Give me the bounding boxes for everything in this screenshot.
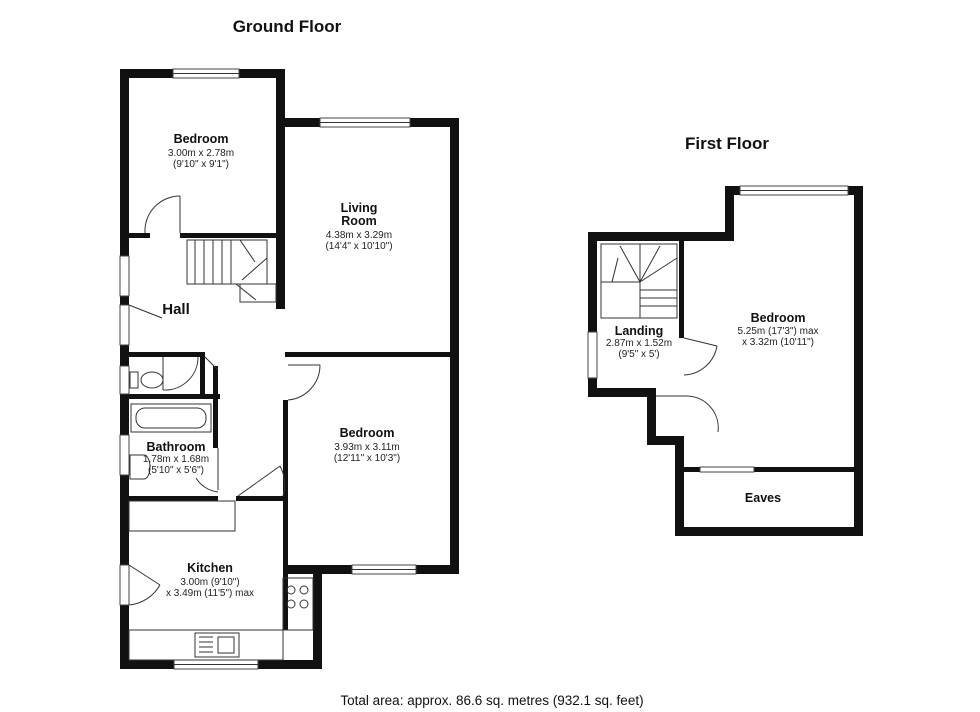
kitchen-dim-imperial: x 3.49m (11'5") max bbox=[166, 588, 254, 599]
bedroom-mid-dim-imperial: (12'11" x 10'3") bbox=[334, 453, 400, 464]
doors bbox=[119, 195, 321, 606]
living-room-name-2: Room bbox=[341, 214, 376, 228]
first-floor-title: First Floor bbox=[685, 134, 769, 153]
toilet-icon bbox=[140, 371, 164, 389]
window bbox=[587, 331, 598, 379]
bedroom-top-dim-metric: 3.00m x 2.78m bbox=[168, 148, 234, 159]
ground-floor-walls bbox=[120, 69, 459, 669]
eaves-name: Eaves bbox=[745, 491, 781, 505]
bedroom-top-dim-imperial: (9'10" x 9'1") bbox=[173, 159, 229, 170]
bathtub-icon bbox=[130, 403, 212, 433]
bedroom-first-name: Bedroom bbox=[751, 311, 806, 325]
total-area: Total area: approx. 86.6 sq. metres (932… bbox=[340, 693, 643, 708]
eaves-hatch bbox=[699, 466, 755, 473]
window bbox=[119, 365, 130, 395]
bathroom-name: Bathroom bbox=[146, 440, 205, 454]
bedroom-first-dim-imperial: x 3.32m (10'11") bbox=[742, 337, 814, 348]
staircase bbox=[600, 243, 678, 319]
landing-dim-imperial: (9'5" x 5') bbox=[618, 349, 659, 360]
living-room-name-1: Living bbox=[341, 201, 378, 215]
first-floor: First Floor Landing 2.87m x 1.52m (9'5" … bbox=[587, 134, 863, 536]
first-floor-walls bbox=[588, 186, 863, 536]
bedroom-top-name: Bedroom bbox=[174, 132, 229, 146]
ground-floor: Ground Floor Bedroom 3.00m x 2.78m (9'10… bbox=[119, 17, 459, 670]
living-room-dim-metric: 4.38m x 3.29m bbox=[326, 230, 392, 241]
kitchen-units bbox=[128, 500, 314, 661]
staircase bbox=[186, 239, 277, 303]
window bbox=[119, 255, 130, 297]
ground-floor-title: Ground Floor bbox=[233, 17, 342, 36]
window bbox=[119, 434, 130, 476]
living-room-dim-imperial: (14'4" x 10'10") bbox=[325, 241, 392, 252]
landing-name: Landing bbox=[615, 324, 664, 338]
basin-icon bbox=[129, 454, 151, 480]
bedroom-mid-name: Bedroom bbox=[340, 426, 395, 440]
kitchen-dim-metric: 3.00m (9'10") bbox=[180, 577, 239, 588]
landing-dim-metric: 2.87m x 1.52m bbox=[606, 338, 672, 349]
bathroom-dim-metric: 1.78m x 1.68m bbox=[143, 454, 209, 465]
hall-name: Hall bbox=[162, 301, 190, 318]
bedroom-first-dim-metric: 5.25m (17'3") max bbox=[737, 326, 818, 337]
bathroom-dim-imperial: (5'10" x 5'6") bbox=[148, 465, 204, 476]
bedroom-mid-dim-metric: 3.93m x 3.11m bbox=[334, 442, 399, 453]
kitchen-name: Kitchen bbox=[187, 561, 233, 575]
